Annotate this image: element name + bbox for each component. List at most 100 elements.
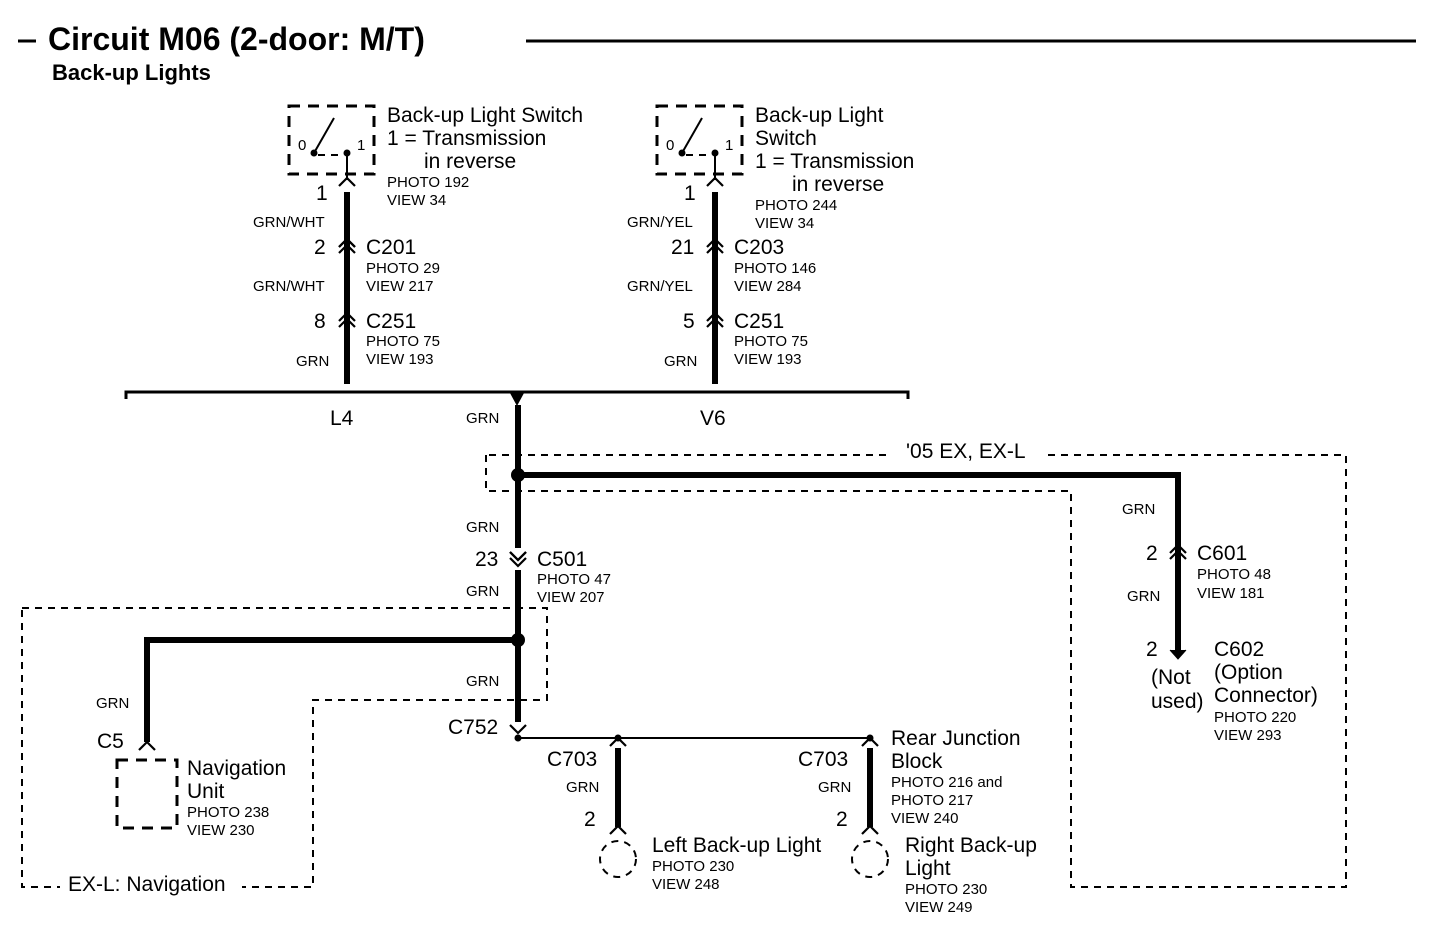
connector-c752	[509, 724, 527, 735]
switch-l4-note-1: 1 = Transmission	[387, 127, 546, 150]
c602-pin: 2	[1146, 638, 1158, 661]
c602-label: C602	[1214, 638, 1264, 661]
v6-wire-color-1: GRN/YEL	[627, 214, 693, 231]
region-05-ex	[485, 454, 1347, 888]
switch-l4-view: VIEW 34	[387, 192, 446, 209]
switch-v6-name-1: Back-up Light	[755, 104, 884, 127]
c501-photo: PHOTO 47	[537, 571, 611, 588]
page-title: Circuit M06 (2-door: M/T)	[48, 21, 425, 57]
left-light-pin-connector	[609, 824, 627, 835]
region-nav-label-bg	[60, 872, 242, 896]
switch-v6-note-2: in reverse	[792, 173, 884, 196]
nav-connector-c5	[138, 740, 156, 751]
navigation-unit-name-2: Unit	[187, 780, 225, 803]
bus-label-l4: L4	[330, 407, 354, 430]
region-05-ex-label: '05 EX, EX-L	[906, 440, 1026, 463]
right-c703-label: C703	[798, 748, 848, 771]
c201-pin: 2	[314, 236, 326, 259]
connector-c251-l4	[338, 311, 356, 328]
nav-wire-color: GRN	[96, 695, 129, 712]
c251-v6-label: C251	[734, 310, 784, 333]
nav-connector-label: C5	[97, 730, 124, 753]
c251-v6-pin: 5	[683, 310, 695, 333]
left-light-view: VIEW 248	[652, 876, 720, 893]
l4-wire-color-1: GRN/WHT	[253, 214, 325, 231]
v6-wire-color-2: GRN/YEL	[627, 278, 693, 295]
junction-block-name-1: Rear Junction	[891, 727, 1021, 750]
main-wire-color-2: GRN	[466, 519, 499, 536]
v6-pin-switch: 1	[684, 182, 696, 205]
c251-l4-view: VIEW 193	[366, 351, 434, 368]
c602-desc-1: (Option	[1214, 661, 1283, 684]
left-c703-connector	[609, 736, 627, 747]
bus-label-v6: V6	[700, 407, 726, 430]
main-wire-color-1: GRN	[466, 410, 499, 427]
c251-l4-label: C251	[366, 310, 416, 333]
main-wire-color-4: GRN	[466, 673, 499, 690]
right-light-pin: 2	[836, 808, 848, 831]
region-05-ex-label-bg	[892, 437, 1042, 463]
c601-photo: PHOTO 48	[1197, 566, 1271, 583]
region-ex-l-nav	[21, 607, 548, 888]
switch-l4-name: Back-up Light Switch	[387, 104, 583, 127]
navigation-unit-box	[115, 758, 179, 830]
v6-wire-color-3: GRN	[664, 353, 697, 370]
switch-l4-photo: PHOTO 192	[387, 174, 469, 191]
left-c703-label: C703	[547, 748, 597, 771]
c601-pin: 2	[1146, 542, 1158, 565]
c203-photo: PHOTO 146	[734, 260, 816, 277]
c601-view: VIEW 181	[1197, 585, 1265, 602]
left-light-name: Left Back-up Light	[652, 834, 821, 857]
navigation-unit-name-1: Navigation	[187, 757, 286, 780]
junction-block-name-2: Block	[891, 750, 943, 773]
l4-wire-color-3: GRN	[296, 353, 329, 370]
c251-v6-photo: PHOTO 75	[734, 333, 808, 350]
c602-not-used-1: (Not	[1151, 666, 1191, 689]
connector-c601	[1169, 543, 1187, 560]
c251-l4-photo: PHOTO 75	[366, 333, 440, 350]
switch-l4-pos0: 0	[298, 137, 306, 154]
c601-label: C601	[1197, 542, 1247, 565]
right-light-name-1: Right Back-up	[905, 834, 1037, 857]
connector-c203	[706, 237, 724, 254]
c602-desc-2: Connector)	[1214, 684, 1318, 707]
connector-c501	[509, 551, 527, 568]
bus-tap	[509, 391, 525, 407]
switch-l4-box	[287, 104, 376, 176]
wire-to-navigation	[144, 637, 518, 742]
left-light-photo: PHOTO 230	[652, 858, 734, 875]
right-wire-color: GRN	[818, 779, 851, 796]
option-wire-color-2: GRN	[1127, 588, 1160, 605]
c201-label: C201	[366, 236, 416, 259]
page-subtitle: Back-up Lights	[52, 60, 211, 85]
c752-label: C752	[448, 716, 498, 739]
l4-pin-switch: 1	[316, 182, 328, 205]
left-wire-color: GRN	[566, 779, 599, 796]
switch-l4-pos1: 1	[357, 137, 365, 154]
right-c703-connector	[861, 736, 879, 747]
right-light-photo: PHOTO 230	[905, 881, 987, 898]
navigation-unit-view: VIEW 230	[187, 822, 255, 839]
right-light-view: VIEW 249	[905, 899, 973, 916]
switch-v6: 0 1 Back-up Light Switch 1 = Transmissio…	[655, 104, 914, 232]
c602-photo: PHOTO 220	[1214, 709, 1296, 726]
c251-l4-pin: 8	[314, 310, 326, 333]
c203-label: C203	[734, 236, 784, 259]
option-wire-color-1: GRN	[1122, 501, 1155, 518]
right-light-pin-connector	[861, 824, 879, 835]
left-light-pin: 2	[584, 808, 596, 831]
switch-v6-photo: PHOTO 244	[755, 197, 837, 214]
junction-block-photo-1: PHOTO 216 and	[891, 774, 1002, 791]
right-light-bulb-icon	[851, 840, 889, 878]
c602-not-used-2: used)	[1151, 690, 1204, 713]
right-light-name-2: Light	[905, 857, 951, 880]
switch-v6-pos1: 1	[725, 137, 733, 154]
c201-photo: PHOTO 29	[366, 260, 440, 277]
connector-c201	[338, 237, 356, 254]
connector-c251-v6	[706, 311, 724, 328]
c501-label: C501	[537, 548, 587, 571]
switch-v6-view: VIEW 34	[755, 215, 814, 232]
c201-view: VIEW 217	[366, 278, 434, 295]
wire-to-option-connector	[518, 472, 1181, 652]
c203-pin: 21	[671, 236, 694, 259]
